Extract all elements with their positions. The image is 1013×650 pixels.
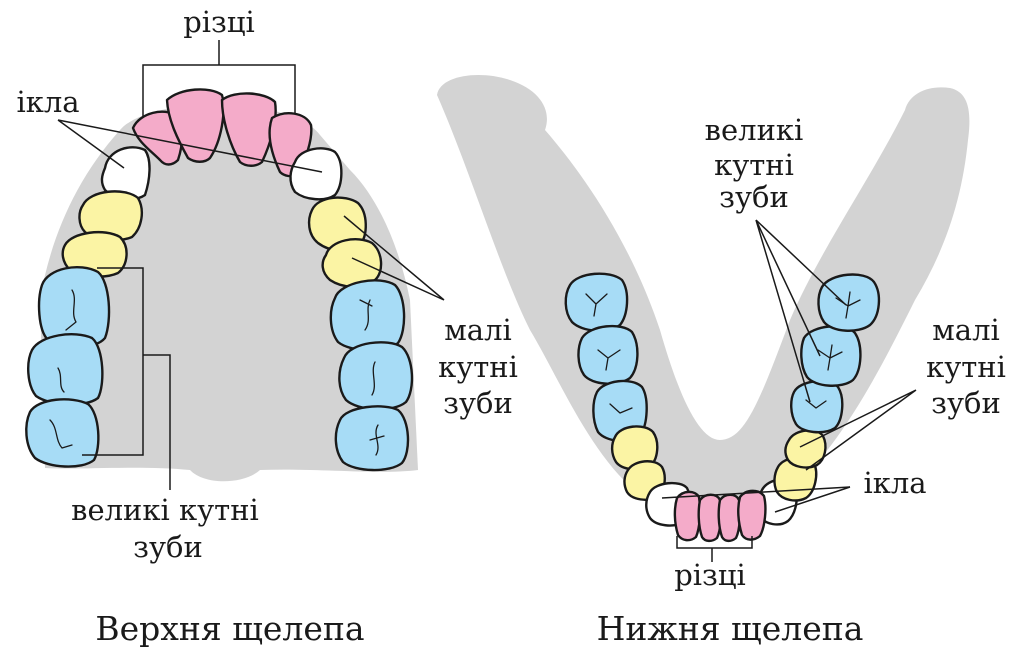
lower-left-molar-2 (578, 326, 637, 384)
label-line: зуби (443, 386, 513, 420)
upper-molars-label: великі кутні зуби (71, 493, 259, 564)
upper-incisors-label: різці (183, 5, 255, 39)
lower-jaw: великі кутні зуби малі кутні зуби ікла р… (437, 75, 1006, 648)
upper-left-molar-3 (26, 399, 98, 466)
lower-jaw-title: Нижня щелепа (597, 609, 864, 648)
upper-left-molar-2 (28, 334, 102, 404)
label-line: малі (932, 313, 1000, 347)
label-line: малі (444, 313, 512, 347)
upper-right-canine (290, 148, 341, 199)
upper-right-molar-3 (336, 406, 408, 470)
label-line: великі (705, 113, 804, 147)
lower-right-molar-1 (791, 381, 842, 432)
upper-jaw-title: Верхня щелепа (95, 609, 364, 648)
lower-left-lateral-incisor (675, 492, 700, 540)
lower-mandible (437, 75, 969, 518)
lower-molars-label: великі кутні зуби (705, 113, 804, 214)
upper-right-molar-2 (339, 342, 412, 409)
lower-premolars-label: малі кутні зуби (926, 313, 1006, 420)
label-line: великі кутні (71, 493, 259, 527)
lower-canines-label: ікла (863, 466, 926, 500)
label-line: зуби (719, 180, 789, 214)
label-line: зуби (931, 386, 1001, 420)
lower-right-premolar-2 (785, 430, 825, 467)
lower-right-lateral-incisor (738, 491, 765, 540)
upper-premolars-label: малі кутні зуби (438, 313, 518, 420)
label-line: кутні (926, 350, 1006, 384)
label-line: кутні (438, 350, 518, 384)
upper-right-molar-1 (331, 280, 404, 350)
lower-right-central-incisor (719, 495, 740, 541)
label-line: кутні (714, 148, 794, 182)
label-line: зуби (133, 530, 203, 564)
upper-canines-label: ікла (16, 85, 79, 119)
lower-incisors-label: різці (674, 558, 746, 592)
lower-left-molar-3 (566, 274, 627, 331)
